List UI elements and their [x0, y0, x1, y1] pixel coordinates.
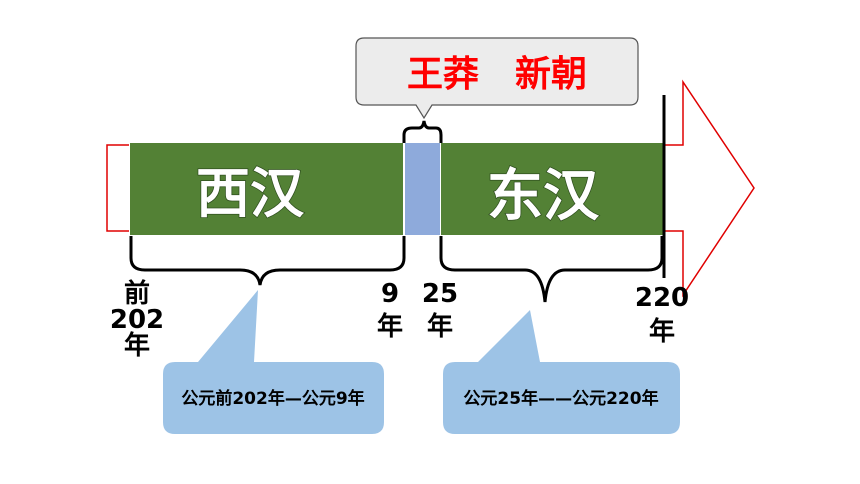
eastern-han-label: 东汉 [487, 164, 600, 229]
svg-text:前: 前 [124, 278, 150, 309]
svg-text:9: 9 [381, 279, 399, 309]
western-han-label: 西汉 [196, 162, 305, 225]
svg-text:220: 220 [635, 283, 689, 313]
svg-text:年: 年 [427, 311, 453, 342]
eastern-han-bar [441, 143, 664, 235]
svg-text:202: 202 [110, 305, 164, 335]
western-han-brace [129, 236, 406, 286]
year-label-220: 220 年 [635, 283, 689, 347]
eastern-han-callout-box [443, 310, 680, 434]
timeline-arrow [106, 79, 755, 298]
western-han-callout-box [163, 290, 384, 434]
western-han-callout-text: 公元前202年—公元9年 [181, 388, 364, 409]
xin-callout-text: 王莽 新朝 [407, 54, 587, 95]
eastern-han-brace [439, 236, 664, 303]
svg-text:年: 年 [124, 330, 150, 361]
xin-brace [402, 120, 443, 143]
eastern-han-callout-text: 公元25年——公元220年 [463, 388, 658, 409]
svg-text:年: 年 [377, 311, 403, 342]
year-label-9: 9 年 [377, 279, 403, 342]
year-label-202bc: 前 202 年 [110, 278, 164, 361]
svg-text:25: 25 [422, 279, 458, 309]
xin-dynasty-bar [405, 143, 440, 235]
xin-callout-box [355, 37, 639, 120]
svg-text:年: 年 [649, 316, 675, 347]
year-label-25: 25 年 [422, 279, 458, 342]
western-han-bar [130, 143, 403, 235]
